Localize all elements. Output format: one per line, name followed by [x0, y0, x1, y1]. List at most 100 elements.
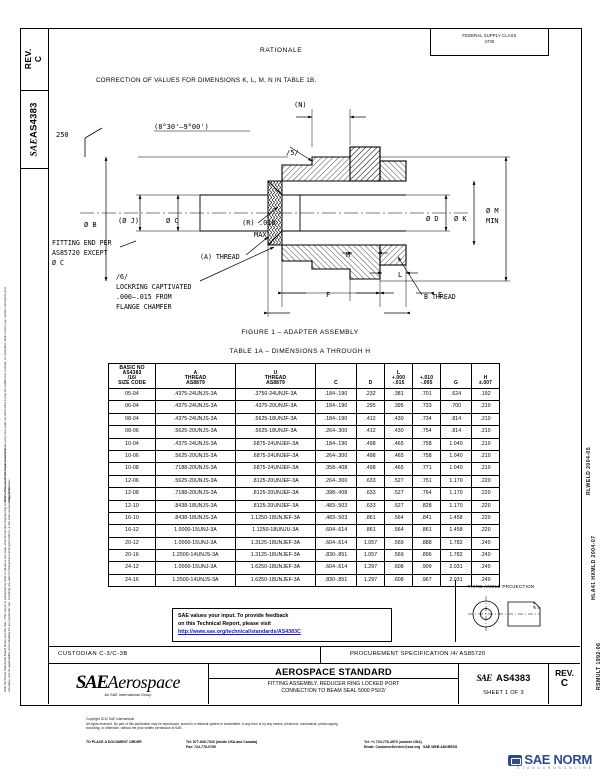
cell-h: .220	[471, 511, 500, 526]
cell-c: .604-.614	[315, 524, 357, 538]
cell-u: .8125-20UNJEF-3A	[235, 487, 316, 501]
watermark-logo-icon	[508, 755, 523, 766]
feedback-link[interactable]: http://www.sae.org/technical/standards/A…	[178, 629, 301, 636]
svg-text:(R) .010: (R) .010	[242, 219, 276, 227]
tab-line-3: RSMULT 1992-06	[596, 642, 600, 690]
cell-c: .398-.408	[315, 487, 357, 501]
th-l-l1: L	[396, 369, 401, 376]
th-c: C	[315, 363, 357, 389]
th-g: G	[440, 363, 472, 389]
th-code-l3: /16/	[127, 375, 137, 381]
cell-d: .633	[356, 499, 385, 513]
table-row: 10-08.7188-20UNJS-3A.6875-24UNJEF-3A.358…	[108, 462, 500, 476]
svg-text:B THREAD: B THREAD	[424, 293, 456, 301]
cell-h: .240	[471, 549, 500, 563]
cell-plus: .771	[412, 462, 441, 476]
cell-h: .220	[471, 499, 500, 513]
cell-g: 1.782	[440, 549, 472, 563]
cell-c: .358-.408	[315, 462, 357, 476]
svg-text:L: L	[398, 271, 402, 279]
th-h-l2: ±.007	[479, 380, 492, 387]
cell-plus: .734	[412, 412, 441, 427]
order-tel-us: Tel: 877-606-7323 (inside USA and Canada…	[186, 740, 258, 744]
th-h-l1: H	[483, 375, 488, 381]
procurement-spec: PROCUREMENT SPECIFICATION /4/ AS85720	[350, 651, 486, 657]
cell-code: 08-04	[108, 412, 156, 427]
cell-u: .4375-20UNJF-3A	[235, 400, 316, 414]
svg-text:F: F	[326, 291, 330, 299]
cell-g: 1.040	[440, 437, 472, 451]
th-g-label: G	[454, 380, 458, 387]
svg-text:(Ø J): (Ø J)	[118, 217, 139, 225]
cell-h: .240	[471, 573, 500, 588]
document-number-cell: SAE AS4383 SHEET 1 OF 3	[458, 664, 548, 704]
adapter-assembly-drawing: 250 (8°30'–9°00') (N) /5/ Ø B (Ø J) Ø C …	[50, 95, 530, 325]
cell-g: 1.458	[440, 524, 472, 538]
cell-code: 12-06	[108, 474, 156, 489]
cell-g: 1.040	[440, 462, 472, 476]
feedback-line-2: on this Technical Report, please visit	[178, 621, 271, 628]
rationale-heading: RATIONALE	[260, 47, 303, 54]
cell-u: .6875-24UNJEF-3A	[235, 462, 316, 476]
cell-h: .220	[471, 524, 500, 538]
cell-c: .184-.190	[315, 412, 357, 427]
cell-g: 1.458	[440, 511, 472, 526]
federal-supply-class-box: FEDERAL SUPPLY CLASS 4730	[430, 28, 548, 56]
cell-h: .210	[471, 437, 500, 451]
svg-text:Ø C: Ø C	[166, 217, 179, 225]
th-l: L +.000 -.015	[384, 363, 413, 389]
cell-code: 20-12	[108, 536, 156, 551]
cell-g: .814	[440, 412, 472, 427]
copyright-line: Copyright 2012 SAE International	[86, 717, 134, 721]
svg-text:MAX: MAX	[254, 231, 267, 239]
table-row: 10-06.5625-20UNJS-3A.6875-24UNJEF-3A.264…	[108, 449, 500, 464]
th-l-l3: -.015	[392, 380, 405, 387]
cell-c: .604-.614	[315, 536, 357, 551]
revision-value: C	[560, 678, 569, 689]
cell-h: .192	[471, 387, 500, 402]
svg-text:Ø C: Ø C	[52, 259, 64, 267]
th-code-l2: AS4383	[122, 369, 142, 376]
svg-text:Ø B: Ø B	[84, 221, 97, 229]
tab-line-1: RLWELD 2004-05	[586, 447, 592, 495]
table-header-row: BASIC NO AS4383 /16/ SIZE CODE A THREAD …	[108, 363, 500, 389]
standard-title-cell: AEROSPACE STANDARD FITTING ASSEMBLY, RED…	[208, 664, 458, 704]
watermark-brand: SAE NORM	[524, 752, 592, 767]
cell-d: .412	[356, 425, 385, 439]
standard-subtitle-1: FITTING ASSEMBLY, REDUCER RING LOCKED PO…	[267, 681, 400, 687]
rights-line-2: recording, or otherwise, without the pri…	[86, 726, 183, 731]
cell-u: .6875-24UNJEF-3A	[235, 449, 316, 464]
svg-text:H: H	[346, 251, 350, 259]
svg-text:E: E	[438, 291, 442, 299]
cell-code: 05-04	[108, 387, 156, 402]
th-code-l4: SIZE CODE	[118, 380, 146, 387]
fsc-label: FEDERAL SUPPLY CLASS	[462, 33, 517, 38]
cell-a: .5625-20UNJS-3A	[155, 474, 236, 489]
cell-l: .527	[384, 499, 413, 513]
cell-d: 1.057	[356, 549, 385, 563]
cell-plus: .758	[412, 437, 441, 451]
rationale-text: CORRECTION OF VALUES FOR DIMENSIONS K, L…	[96, 77, 317, 84]
cell-c: .184-.190	[315, 437, 357, 451]
cell-d: .412	[356, 412, 385, 427]
cell-plus: .828	[412, 499, 441, 513]
cell-g: 1.170	[440, 499, 472, 513]
th-plus-l2: -.005	[420, 380, 433, 387]
sae-aerospace-logo: SAEAerospace An SAE International Group	[48, 664, 208, 704]
th-code-l1: BASIC NO	[119, 364, 145, 371]
cell-d: .498	[356, 449, 385, 464]
cell-d: .498	[356, 437, 385, 451]
dimensions-table: BASIC NO AS4383 /16/ SIZE CODE A THREAD …	[108, 363, 500, 588]
cell-d: .295	[356, 400, 385, 414]
copyright-block: Copyright 2012 SAE International All rig…	[86, 717, 506, 731]
third-angle-projection-box	[455, 580, 547, 642]
cell-l: .564	[384, 524, 413, 538]
cell-c: .264-.300	[315, 474, 357, 489]
cell-l: .430	[384, 412, 413, 427]
order-label: TO PLACE A DOCUMENT ORDER	[86, 740, 142, 744]
svg-text:Ø D: Ø D	[426, 215, 439, 223]
rights-line-1: All rights reserved. No part of this pub…	[86, 721, 339, 726]
custodian-divider	[320, 646, 321, 664]
